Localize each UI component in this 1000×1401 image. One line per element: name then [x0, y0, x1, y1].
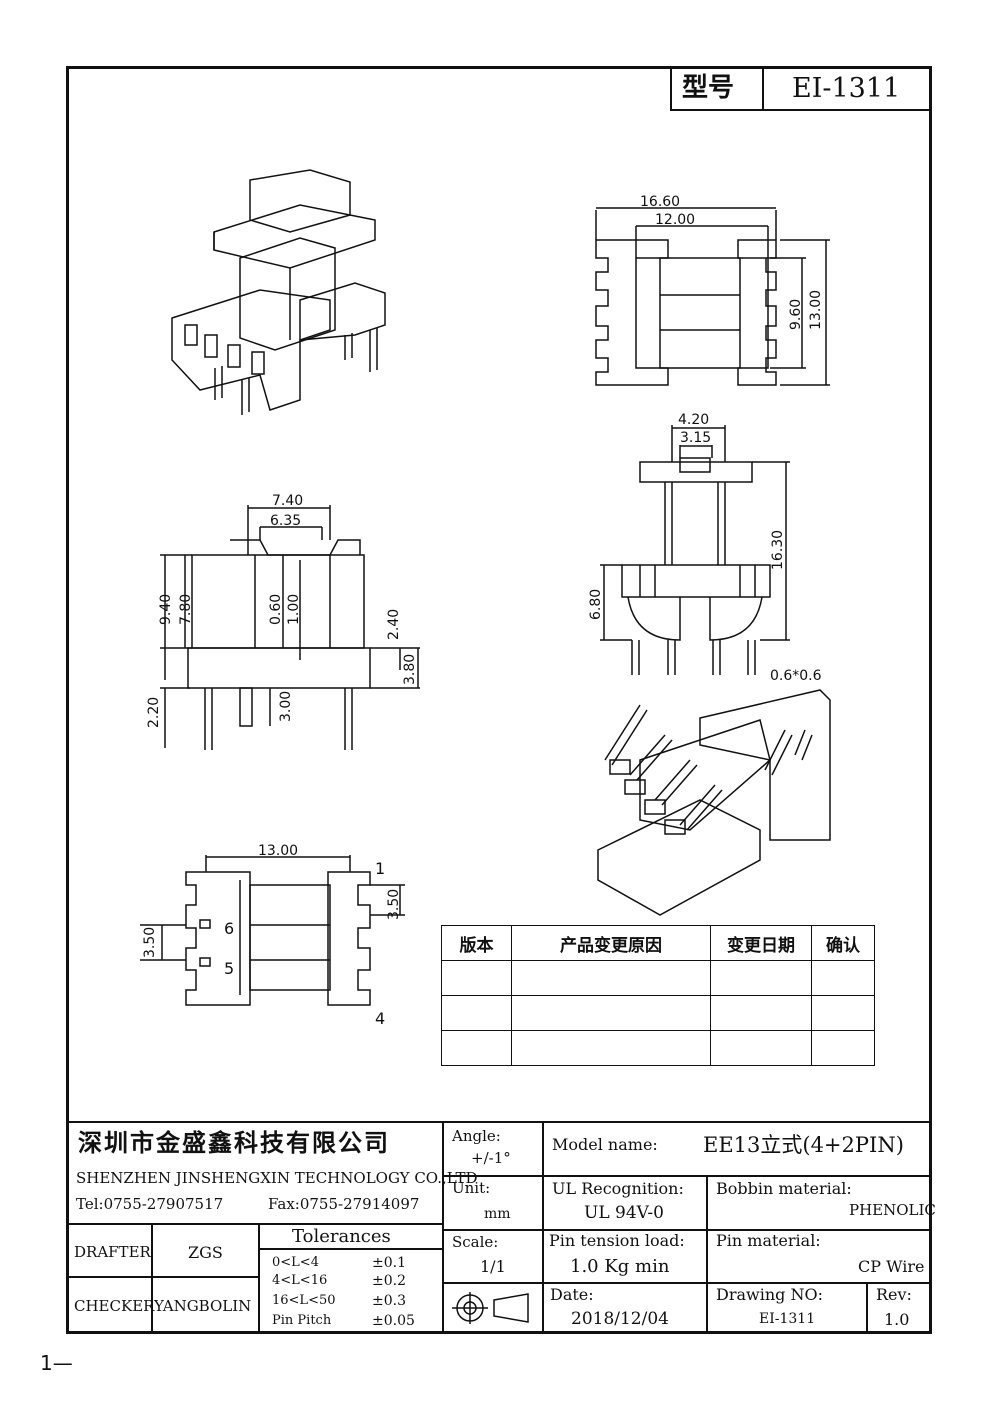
dim-q: 0.6*0.6: [770, 668, 822, 684]
pin-6-label: 6: [224, 919, 234, 938]
isometric-view-bottom: [597, 689, 831, 916]
company-tel: Tel:0755-27907517: [76, 1195, 224, 1213]
scale-value: 1/1: [480, 1257, 506, 1276]
dim-t: 3.50: [386, 889, 402, 920]
pin-tension-label: Pin tension load:: [549, 1231, 685, 1250]
unit-value: mm: [484, 1206, 511, 1222]
bottom-view: [140, 855, 405, 1006]
angle-label: Angle:: [452, 1127, 501, 1145]
company-name-en: SHENZHEN JINSHENGXIN TECHNOLOGY CO.,LTD: [76, 1169, 478, 1187]
pin-1-label: 1: [375, 859, 385, 878]
projection-symbol: [452, 1292, 529, 1324]
technical-drawings: 16.60 12.00 13.00 9.60 7.40 6.35 9.40 7.…: [140, 169, 831, 1028]
side-view: [600, 425, 790, 675]
tol-range-0: 0<L<4: [272, 1255, 319, 1270]
model-label: 型号: [682, 73, 735, 103]
date-label: Date:: [550, 1285, 594, 1304]
pin-material-value: CP Wire: [858, 1257, 925, 1276]
title-box: 型号 EI-1311: [670, 66, 932, 111]
checker-value: YANGBOLIN: [154, 1297, 252, 1315]
dim-k: 3.80: [402, 654, 418, 685]
page-number: 1—: [40, 1351, 73, 1375]
tol-value-1: ±0.2: [372, 1273, 406, 1289]
scale-label: Scale:: [452, 1233, 499, 1251]
top-view: [595, 207, 830, 386]
drawing-no-value: EI-1311: [759, 1311, 816, 1327]
title-block: 深圳市金盛鑫科技有限公司 SHENZHEN JINSHENGXIN TECHNO…: [66, 1121, 936, 1334]
rev-header-version: 版本: [441, 925, 512, 961]
pin-material-label: Pin material:: [716, 1231, 821, 1250]
dim-r: 13.00: [258, 843, 298, 859]
pin-5-label: 5: [224, 959, 234, 978]
model-name-value: EE13立式(4+2PIN): [703, 1133, 904, 1157]
dim-e: 7.40: [272, 493, 303, 509]
tolerances-title: Tolerances: [292, 1226, 391, 1247]
drawing-no-label: Drawing NO:: [716, 1285, 823, 1304]
drafter-label: DRAFTER: [74, 1243, 151, 1261]
angle-value: +/-1°: [471, 1149, 511, 1167]
rev-header-date: 变更日期: [710, 925, 812, 961]
ul-label: UL Recognition:: [552, 1179, 684, 1198]
dim-240: 2.40: [386, 609, 402, 640]
drafter-value: ZGS: [188, 1243, 223, 1262]
dim-n: 3.15: [680, 430, 711, 446]
model-name-label: Model name:: [552, 1135, 658, 1154]
tol-value-2: ±0.3: [372, 1293, 406, 1309]
pin-tension-value: 1.0 Kg min: [570, 1256, 670, 1277]
tol-range-1: 4<L<16: [272, 1273, 328, 1288]
dim-b: 12.00: [655, 212, 695, 228]
dim-a: 16.60: [640, 194, 680, 210]
rev-label: Rev:: [876, 1285, 912, 1304]
company-name-cn: 深圳市金盛鑫科技有限公司: [78, 1129, 390, 1157]
unit-label: Unit:: [452, 1179, 491, 1197]
dim-o: 6.80: [588, 589, 604, 620]
isometric-view-top: [171, 169, 386, 415]
dim-g: 9.40: [158, 594, 174, 625]
tol-range-3: Pin Pitch: [272, 1313, 332, 1328]
dim-i: 3.00: [278, 691, 294, 722]
rev-header-confirm: 确认: [811, 925, 875, 961]
date-value: 2018/12/04: [571, 1309, 669, 1329]
dim-m: 4.20: [678, 412, 709, 428]
tol-range-2: 16<L<50: [272, 1293, 336, 1308]
company-fax: Fax:0755-27914097: [268, 1195, 420, 1213]
dim-s: 3.50: [142, 927, 158, 958]
dim-d: 13.00: [808, 290, 824, 330]
ul-value: UL 94V-0: [584, 1203, 664, 1223]
pin-4-label: 4: [375, 1009, 385, 1028]
rev-value: 1.0: [884, 1310, 910, 1329]
bobbin-label: Bobbin material:: [716, 1179, 852, 1198]
dim-100: 1.00: [286, 594, 302, 625]
tol-value-0: ±0.1: [372, 1255, 406, 1271]
dim-h: 7.80: [178, 594, 194, 625]
drawing-frame: [66, 66, 932, 1334]
revision-table: 版本 产品变更原因 变更日期 确认: [441, 925, 875, 1066]
dim-220: 2.20: [146, 697, 162, 728]
rev-header-reason: 产品变更原因: [511, 925, 711, 961]
bobbin-value: PHENOLIC: [849, 1201, 936, 1219]
dim-f: 6.35: [270, 513, 301, 529]
dim-060: 0.60: [268, 594, 284, 625]
dim-c: 9.60: [788, 299, 804, 330]
dim-p: 16.30: [770, 530, 786, 570]
tol-value-3: ±0.05: [372, 1313, 415, 1329]
checker-label: CHECKER: [74, 1297, 155, 1315]
front-view: [160, 505, 420, 750]
model-number: EI-1311: [792, 73, 901, 104]
